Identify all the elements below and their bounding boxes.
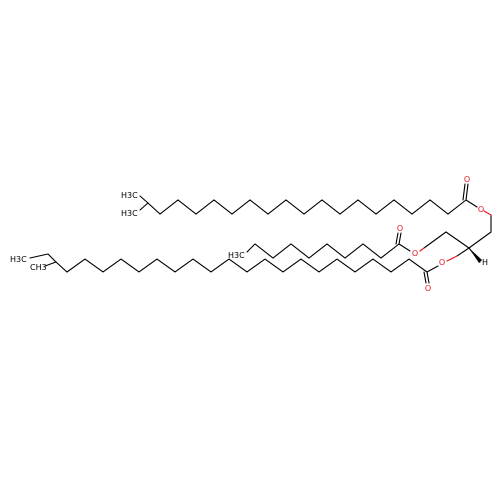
bond bbox=[423, 271, 427, 284]
oxygen-label: O bbox=[439, 258, 445, 267]
hydrogen-label: H bbox=[482, 258, 488, 267]
bond bbox=[468, 231, 492, 249]
bond bbox=[398, 243, 411, 252]
bond bbox=[446, 255, 458, 262]
methyl-label: H3C bbox=[10, 255, 27, 264]
bond bbox=[398, 232, 402, 245]
middle-chain bbox=[246, 232, 411, 259]
top-chain bbox=[139, 183, 492, 216]
methyl-label: CH3 bbox=[30, 263, 47, 272]
bond bbox=[426, 265, 439, 273]
bond bbox=[29, 253, 49, 259]
bond bbox=[426, 271, 430, 284]
bond bbox=[445, 231, 470, 249]
bond bbox=[462, 183, 466, 201]
bond bbox=[44, 261, 57, 267]
oxygen-label: O bbox=[425, 284, 431, 293]
atom-labels: O O O O O O H3C H3C H3C H3C CH3 H bbox=[10, 175, 488, 293]
bond bbox=[465, 199, 478, 208]
methyl-label: H3C bbox=[121, 191, 138, 200]
oxygen-label: O bbox=[397, 224, 403, 233]
oxygen-label: O bbox=[464, 175, 470, 184]
oxygen-label: O bbox=[412, 249, 418, 258]
bond bbox=[395, 232, 399, 245]
top-chain-backbone bbox=[147, 199, 467, 215]
bond bbox=[423, 231, 447, 249]
bond bbox=[419, 247, 425, 252]
bottom-chain-backbone bbox=[55, 258, 428, 273]
methyl-label: H3C bbox=[228, 251, 245, 260]
middle-chain-backbone bbox=[246, 243, 400, 259]
bond bbox=[483, 210, 492, 216]
bond bbox=[456, 247, 470, 257]
oxygen-label: O bbox=[478, 205, 484, 214]
bond bbox=[139, 195, 149, 204]
glycerol-backbone bbox=[419, 214, 492, 263]
bond bbox=[47, 253, 57, 263]
bond bbox=[139, 202, 149, 211]
bottom-chain bbox=[29, 253, 458, 284]
methyl-label: H3C bbox=[121, 209, 138, 218]
stereo-wedge bbox=[469, 248, 482, 263]
bond bbox=[465, 183, 469, 201]
